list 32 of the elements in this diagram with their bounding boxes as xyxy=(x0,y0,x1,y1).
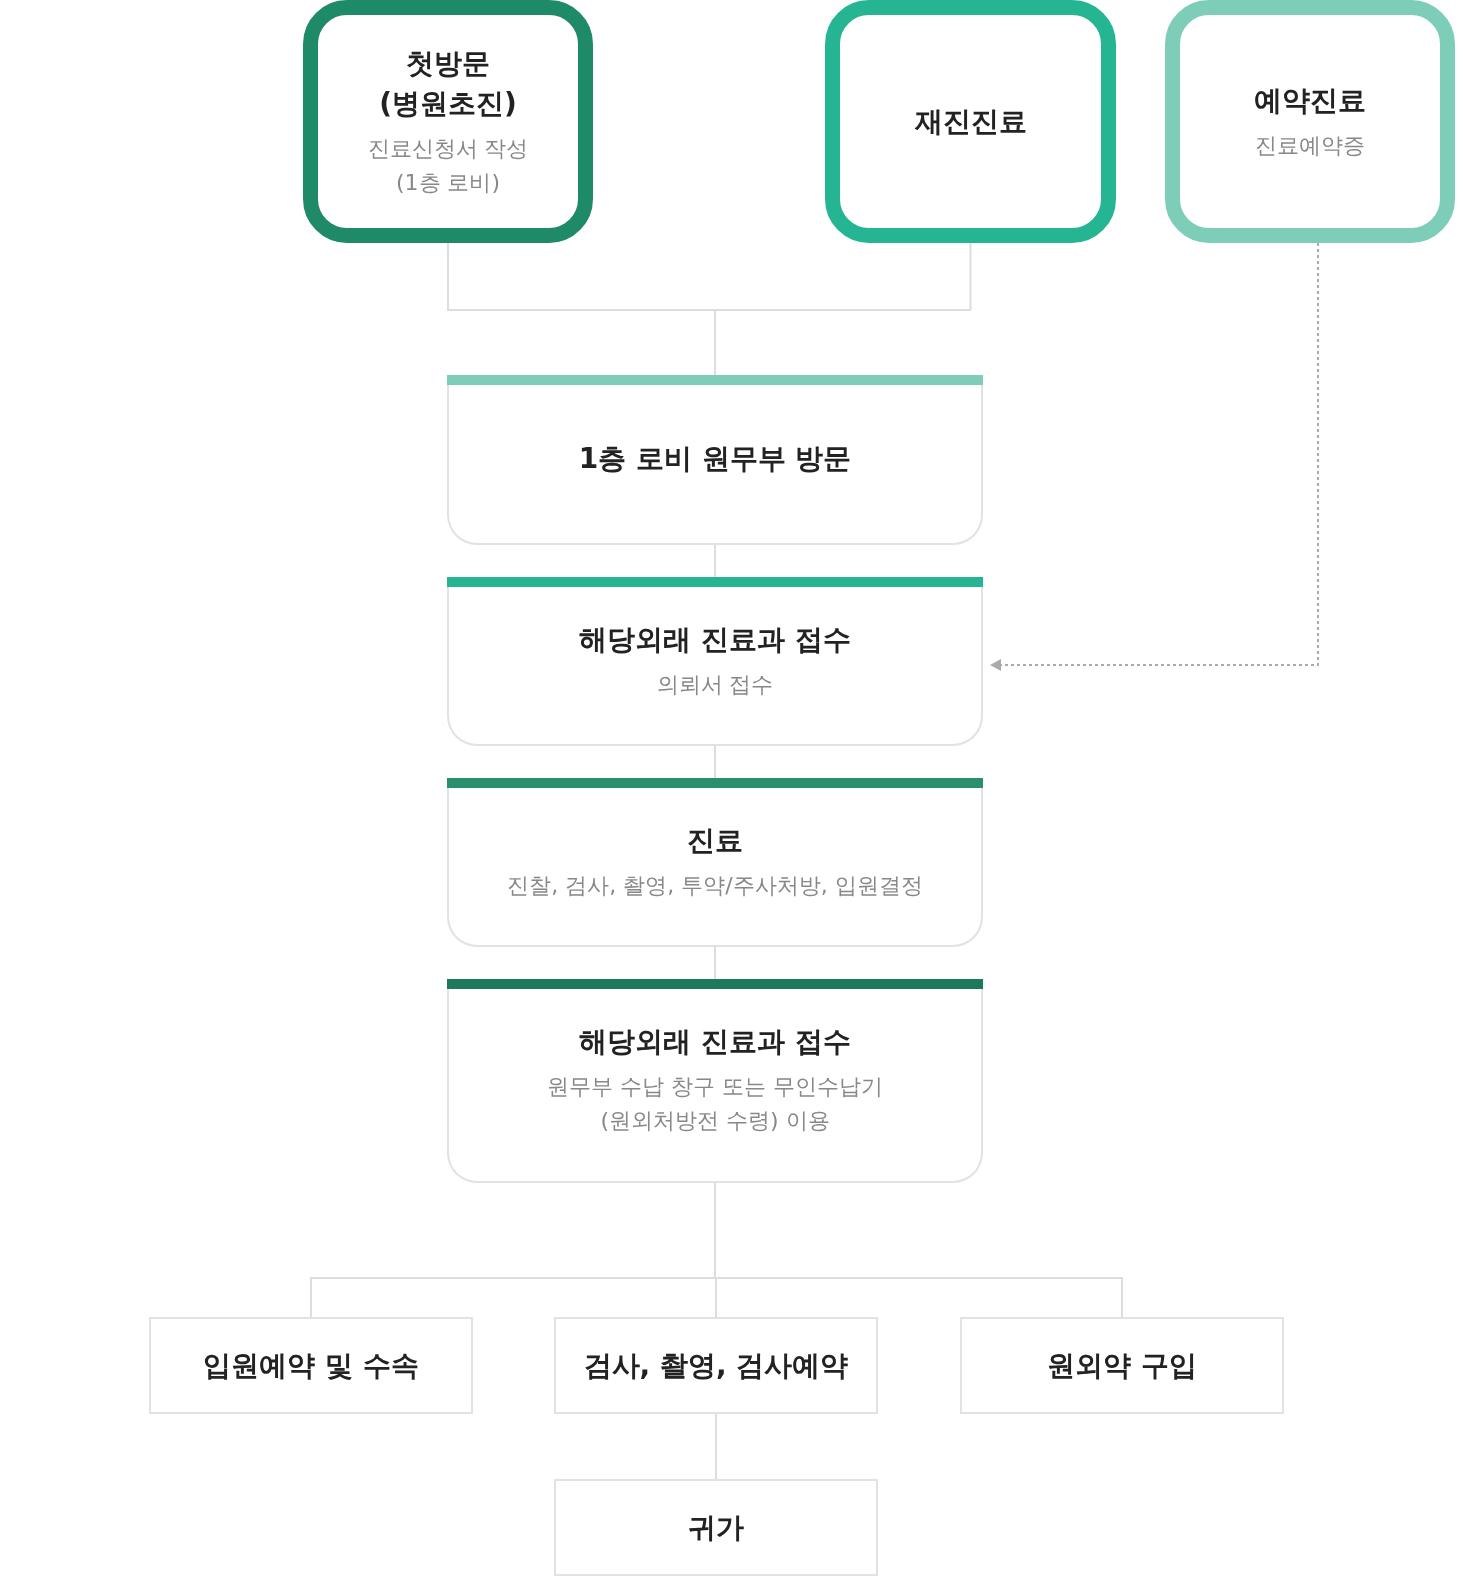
connector-line xyxy=(714,946,716,980)
node-title: 원외약 구입 xyxy=(1047,1347,1197,1384)
step-card xyxy=(447,375,983,545)
process-box xyxy=(149,1317,473,1414)
node-description: 진료신청서 작성 (1층 로비) xyxy=(366,134,530,197)
node-title: 입원예약 및 수속 xyxy=(203,1347,419,1384)
step-card xyxy=(447,979,983,1183)
node-description: 진찰, 검사, 촬영, 투약/주사처방, 입원결정 xyxy=(507,871,923,900)
node-title: 검사, 촬영, 검사예약 xyxy=(583,1347,849,1384)
node-title: 귀가 xyxy=(688,1509,744,1546)
node-title: 1층 로비 원무부 방문 xyxy=(578,441,852,477)
connector-line xyxy=(714,544,716,578)
node-title: 해당외래 진료과 접수 xyxy=(579,1024,851,1060)
entry-box xyxy=(303,0,593,243)
arrow xyxy=(990,242,1319,671)
entry-box xyxy=(1165,0,1455,243)
node-title: 해당외래 진료과 접수 xyxy=(579,621,851,658)
node-description: 진료예약증 xyxy=(1255,131,1365,160)
process-box xyxy=(554,1317,878,1414)
node-title: 예약진료 xyxy=(1254,82,1366,119)
step-card xyxy=(447,778,983,947)
process-box xyxy=(554,1479,878,1576)
node-description: 원무부 수납 창구 또는 무인수납기(원외처방전 수령) 이용 xyxy=(546,1073,884,1135)
process-box xyxy=(960,1317,1284,1414)
node-title: 첫방문 (병원초진) xyxy=(378,45,518,122)
node-title: 재진진료 xyxy=(914,103,1027,140)
node-description: 의뢰서 접수 xyxy=(656,670,774,699)
node-title: 진료 xyxy=(687,822,743,859)
connector-line xyxy=(714,745,716,779)
connector-line xyxy=(715,1413,717,1480)
step-card xyxy=(447,577,983,746)
entry-box xyxy=(825,0,1116,243)
